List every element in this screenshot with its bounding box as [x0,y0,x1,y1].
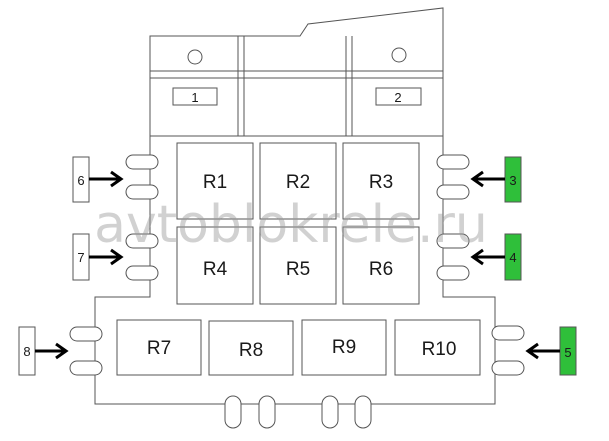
arrow-connector-5 [525,342,560,360]
bottom-connector-pins [224,395,372,429]
arrow-connector-6 [89,170,124,188]
connector-8-label: 8 [23,344,30,359]
relay-r6-label: R6 [369,259,393,280]
relay-r10-label: R10 [422,339,457,360]
relay-r5 [259,226,337,305]
connector-5-label: 5 [564,345,571,360]
housing-outline [94,7,496,405]
fuse-2-label: 2 [394,90,401,105]
fuse-1-label: 1 [191,90,198,105]
mounting-hole-right [391,47,407,63]
relay-r7-label: R7 [147,338,171,359]
relay-r9-label: R9 [332,337,356,358]
relay-r1 [176,142,254,220]
relay-r3 [342,142,420,220]
relay-r2-label: R2 [286,172,310,193]
connector-6-label: 6 [77,173,84,188]
fuse-2 [375,87,422,106]
relay-r3-label: R3 [369,172,393,193]
relay-r9 [301,319,387,376]
relay-r2 [259,142,337,220]
relay-r10 [394,319,481,376]
arrow-connector-7 [89,248,124,266]
relay-r8 [208,320,294,376]
relay-r6 [342,226,420,305]
right-connector-pins [436,154,525,376]
relay-r4 [176,226,254,305]
connector-3-label: 3 [509,173,516,188]
connector-4-label: 4 [509,250,516,265]
watermark-text: avtoblokrele.ru [94,195,488,255]
left-connector-pins [69,154,159,376]
fuse-1 [172,87,218,106]
arrow-connector-3 [470,170,505,188]
relay-r8-label: R8 [239,340,263,361]
arrow-connector-8 [35,342,69,360]
mounting-hole-left [187,49,203,65]
connector-7-label: 7 [77,250,84,265]
relay-r5-label: R5 [286,259,310,280]
relay-r1-label: R1 [203,172,227,193]
arrow-connector-4 [470,248,505,266]
relay-r4-label: R4 [203,259,228,280]
relay-r7 [116,319,202,376]
